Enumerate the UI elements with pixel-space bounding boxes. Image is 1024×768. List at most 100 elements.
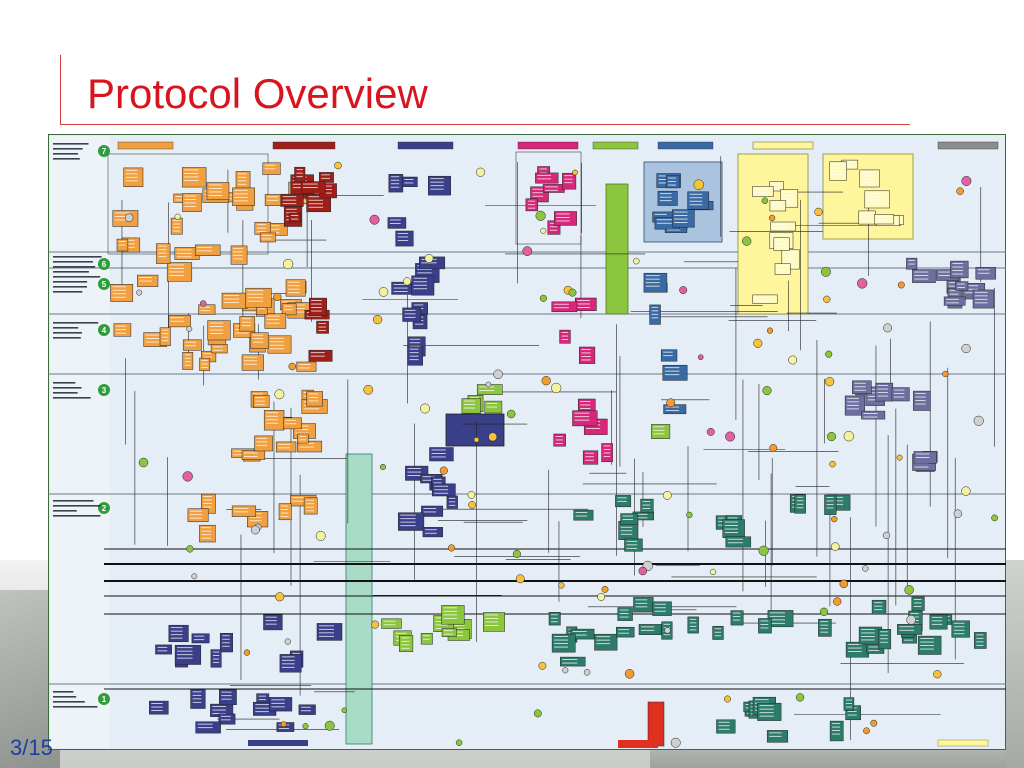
protocol-box-label-line [292, 652, 300, 654]
protocol-box-label-line [397, 240, 409, 241]
protocol-box-label-line [423, 508, 437, 509]
protocol-box-label-line [843, 165, 854, 167]
protocol-box-label-line [424, 532, 437, 534]
protocol-box-label-line [664, 370, 680, 372]
protocol-box-label-line [158, 256, 167, 258]
layer-number-badge [98, 502, 110, 514]
protocol-box-label-line [551, 617, 558, 619]
protocol-box-label-line [255, 404, 265, 406]
layer-description-line [53, 286, 87, 288]
protocol-box-label-line [253, 393, 263, 395]
protocol-box-label-line [201, 534, 211, 536]
protocol-box-label-line [796, 503, 804, 505]
protocol-node [282, 258, 294, 270]
protocol-box-label-line [284, 309, 293, 311]
page-number: 3/15 [10, 735, 53, 760]
protocol-box-label-line [619, 609, 629, 611]
protocol-box-label-line [848, 651, 862, 652]
protocol-node [191, 573, 198, 580]
protocol-box [911, 596, 925, 611]
protocol-box-label-line [893, 396, 905, 398]
protocol-node [493, 369, 503, 380]
protocol-box-label-line [796, 500, 804, 502]
protocol-box [191, 633, 210, 644]
protocol-box-label-line [938, 271, 952, 273]
layer-number-badge [98, 693, 110, 705]
protocol-box-label-line [430, 181, 444, 183]
protocol-box-label-line [400, 525, 416, 527]
protocol-box-label-line [184, 361, 191, 363]
protocol-box-label-line [553, 307, 569, 309]
protocol-box-label-line [177, 654, 193, 656]
protocol-box-label-line [184, 195, 196, 197]
protocol-box-label-line [874, 605, 883, 607]
protocol-box-label-line [265, 620, 277, 622]
protocol-box [306, 391, 323, 407]
layer-description-line [53, 337, 81, 339]
protocol-box-label-line [431, 453, 446, 454]
protocol-box [572, 410, 598, 427]
protocol-box-label-line [299, 439, 306, 441]
protocol-box-label-line [549, 229, 558, 231]
protocol-box-label-line [946, 298, 959, 300]
protocol-box-label-line [389, 223, 401, 224]
protocol-box-label-line [114, 216, 130, 217]
protocol-box-label-line [319, 635, 334, 637]
protocol-box-label-line [158, 252, 167, 254]
protocol-box-label-line [689, 200, 703, 202]
protocol-box-label-line [158, 249, 167, 251]
protocol-box-label-line [124, 243, 135, 245]
protocol-box-label-line [423, 635, 430, 637]
protocol-box-label-line [861, 639, 875, 641]
protocol-box-label-line [826, 500, 834, 502]
protocol-box-label-line [407, 471, 421, 473]
protocol-box-label-line [860, 212, 871, 214]
protocol-box-label-line [642, 504, 651, 506]
layer-description-line [53, 143, 89, 145]
protocol-box-label-line [157, 646, 168, 648]
protocol-box-label-line [393, 287, 408, 289]
protocol-box-label-line [400, 514, 416, 516]
layer-number: 4 [102, 326, 107, 335]
protocol-box-label-line [170, 634, 183, 636]
protocol-box-label-line [299, 443, 314, 444]
protocol-box-label-line [124, 246, 135, 248]
protocol-box-label-line [397, 233, 409, 234]
protocol-node [686, 511, 693, 519]
protocol-node [662, 491, 672, 500]
protocol-box-label-line [271, 706, 285, 708]
protocol-box-label-line [626, 547, 638, 549]
protocol-box [758, 618, 772, 634]
protocol-box-label-line [915, 400, 926, 401]
layer-description-line [53, 382, 76, 384]
protocol-box-label-line [843, 162, 854, 163]
protocol-box-label-line [306, 503, 314, 505]
protocol-box-label-line [170, 317, 184, 319]
protocol-box [297, 440, 323, 453]
protocol-box-label-line [184, 357, 191, 359]
protocol-box-label-line [485, 618, 499, 619]
protocol-box-label-line [689, 622, 697, 624]
protocol-box-label-line [424, 529, 437, 531]
protocol-box [182, 352, 194, 370]
protocol-box-label-line [252, 338, 264, 340]
protocol-box-label-line [635, 606, 648, 608]
protocol-box-label-line [572, 634, 587, 636]
protocol-box-label-line [596, 643, 611, 645]
protocol-box-label-line [224, 302, 240, 303]
protocol-box-label-line [169, 268, 184, 269]
protocol-node [424, 253, 434, 263]
protocol-box-label-line [234, 200, 248, 202]
protocol-box-label-line [289, 304, 305, 306]
protocol-box-label-line [876, 216, 888, 218]
protocol-box-label-line [866, 192, 882, 194]
protocol-box-label-line [269, 344, 284, 346]
protocol-node [515, 574, 525, 584]
protocol-box-label-line [532, 188, 544, 190]
protocol-box-label-line [915, 396, 926, 398]
protocol-box-label-line [244, 452, 258, 454]
protocol-box-label-line [409, 342, 421, 344]
protocol-box-label-line [553, 303, 569, 305]
layer-description-line [53, 327, 79, 329]
protocol-box-label-line [957, 287, 965, 288]
